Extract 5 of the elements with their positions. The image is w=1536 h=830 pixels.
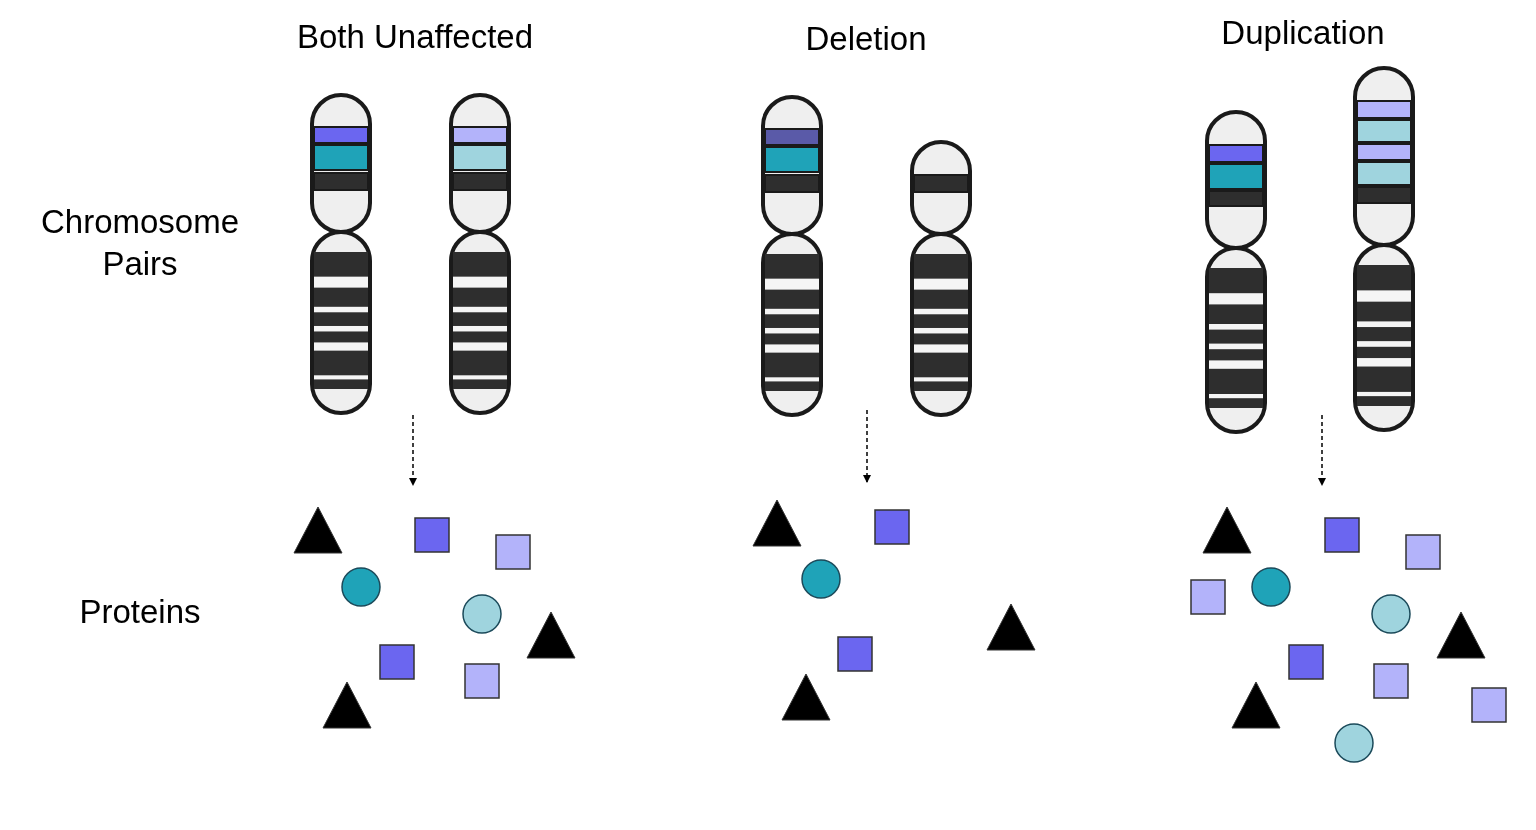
column-heading: Duplication bbox=[1221, 13, 1385, 53]
column-heading: Deletion bbox=[805, 19, 927, 59]
column-heading: Both Unaffected bbox=[296, 17, 534, 57]
row-label: Chromosome Pairs bbox=[39, 202, 241, 284]
row-label: Proteins bbox=[79, 592, 201, 632]
